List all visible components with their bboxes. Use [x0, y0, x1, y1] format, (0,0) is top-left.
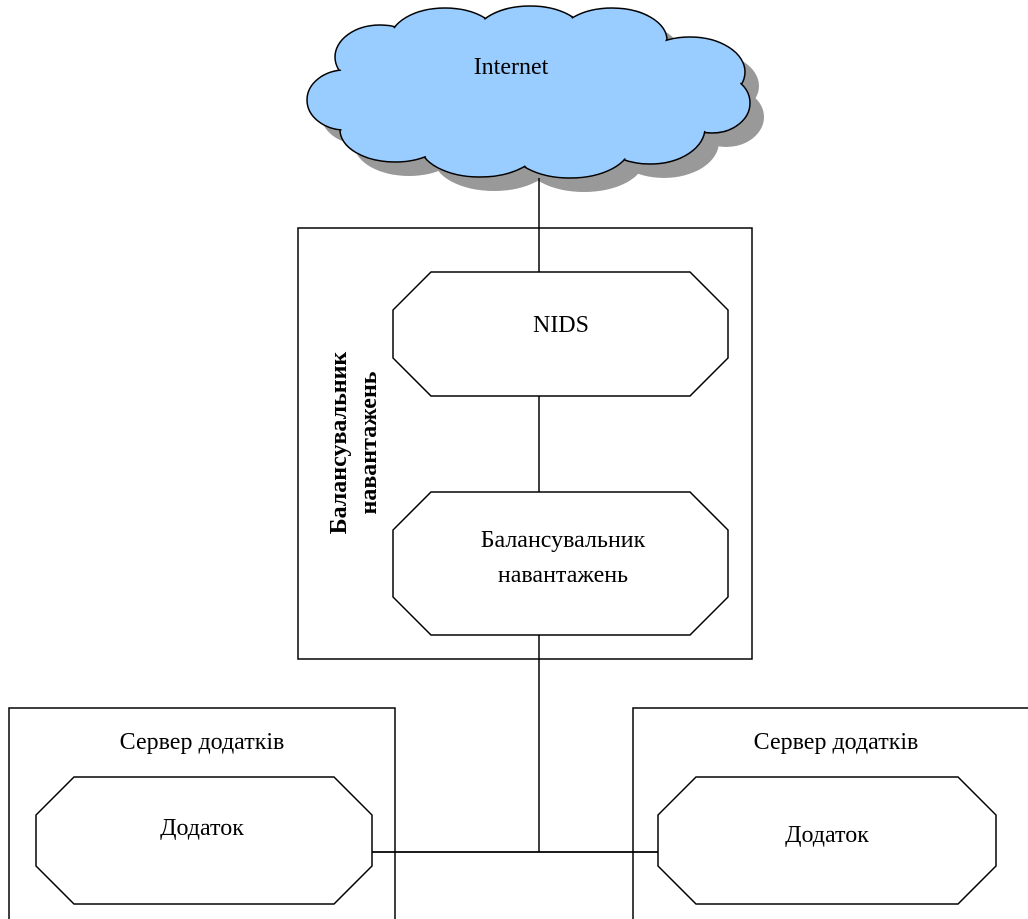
app-right-label: Додаток — [785, 822, 869, 848]
app-server-right: Сервер додатків Додаток — [632, 707, 1028, 919]
nids-node: NIDS — [392, 271, 729, 397]
load-balancer-label-line1: Балансувальник — [481, 527, 646, 553]
nids-label: NIDS — [533, 312, 589, 338]
app-server-right-title: Сервер додатків — [754, 729, 919, 755]
load-balancer-label-line2: навантажень — [498, 562, 628, 588]
app-server-left: Сервер додатків Додаток — [8, 707, 396, 919]
balancer-group: Балансувальник навантажень — [297, 227, 753, 660]
app-left-label: Додаток — [160, 815, 244, 841]
balancer-group-label-line1: Балансувальник — [326, 352, 352, 535]
load-balancer-node: Балансувальник навантажень — [392, 491, 729, 636]
app-server-left-title: Сервер додатків — [120, 729, 285, 755]
internet-label: Internet — [474, 54, 549, 80]
balancer-group-label-line2: навантажень — [356, 371, 382, 514]
internet-cloud: Internet — [306, 5, 764, 192]
